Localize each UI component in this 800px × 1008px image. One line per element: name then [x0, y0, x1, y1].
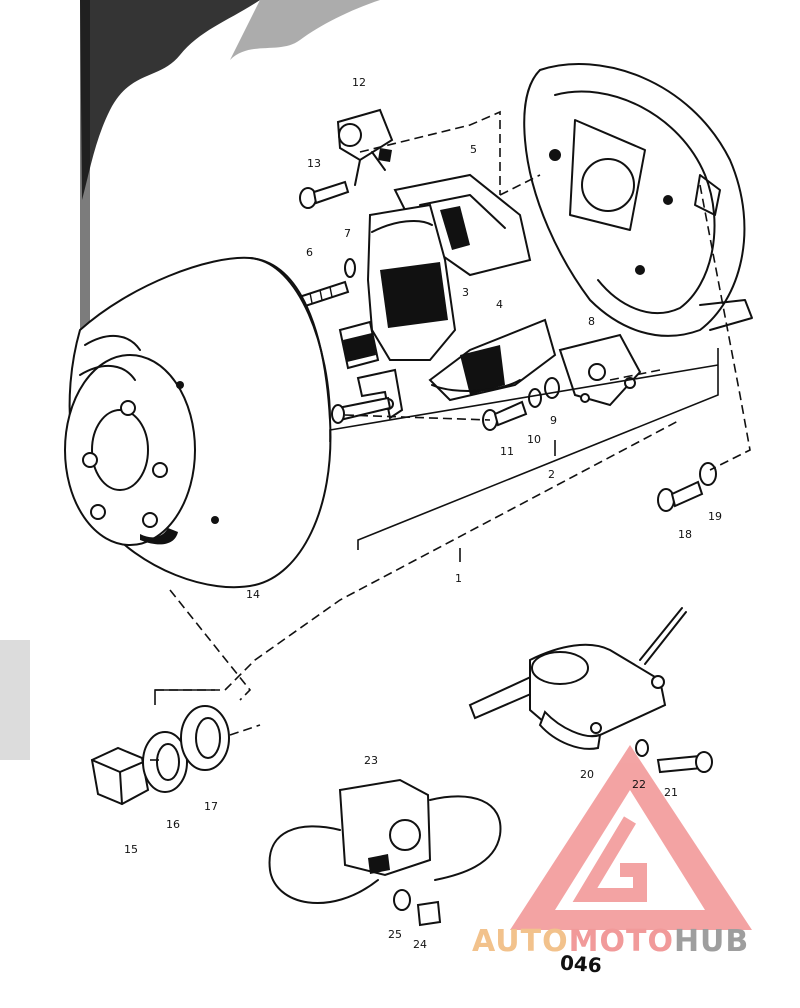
screw-18	[657, 480, 704, 512]
label-11: 11	[500, 445, 514, 458]
label-18: 18	[678, 528, 692, 541]
spring-washer-10	[528, 388, 542, 408]
label-7: 7	[344, 227, 351, 240]
washer-25	[393, 889, 411, 911]
label-25: 25	[388, 928, 402, 941]
label-21: 21	[664, 786, 678, 799]
bolt-21	[656, 751, 713, 774]
label-17: 17	[204, 800, 218, 813]
label-13: 13	[307, 157, 321, 170]
screw-13	[299, 180, 350, 209]
part-labels: 1 2 3 4 5 6 7 8 9 10 11 12 13 14 15 16 1…	[124, 76, 722, 951]
lock-washer-16	[142, 731, 188, 793]
plain-washer-9	[544, 377, 560, 399]
label-22: 22	[632, 778, 646, 791]
label-1: 1	[455, 572, 462, 585]
rectifier-23	[268, 778, 502, 904]
logo-moto: MOTO	[568, 924, 674, 959]
spacer-block	[338, 320, 380, 370]
breaker-plate-8	[558, 333, 642, 407]
screw-24	[416, 900, 442, 927]
group-brackets	[154, 348, 719, 705]
bracket-screw-set	[331, 368, 404, 424]
label-6: 6	[306, 246, 313, 259]
label-12: 12	[352, 76, 366, 89]
sheet-code: 046	[559, 950, 603, 978]
label-16: 16	[166, 818, 180, 831]
label-24: 24	[413, 938, 427, 951]
label-9: 9	[550, 414, 557, 427]
label-5: 5	[470, 143, 477, 156]
plain-washer-17	[180, 705, 230, 771]
label-4: 4	[496, 298, 503, 311]
contact-breaker-4	[428, 318, 557, 402]
label-2: 2	[548, 468, 555, 481]
label-23: 23	[364, 754, 378, 767]
condenser-12	[336, 108, 394, 186]
stator-plate	[523, 63, 753, 337]
automotohub-logo-text: AUTOMOTOHUB	[472, 924, 749, 959]
ignition-coil-20	[468, 607, 687, 750]
label-20: 20	[580, 768, 594, 781]
screw-11	[482, 400, 528, 431]
washer-19	[699, 462, 717, 486]
label-15: 15	[124, 843, 138, 856]
label-14: 14	[246, 588, 260, 601]
logo-hub: HUB	[673, 924, 750, 959]
charging-coil-3	[366, 203, 457, 361]
label-19: 19	[708, 510, 722, 523]
nut-15	[90, 746, 150, 806]
flywheel-rotor-14	[64, 256, 332, 589]
washer-7	[344, 258, 356, 278]
scan-noise	[0, 0, 380, 760]
logo-auto: AUTO	[472, 924, 569, 959]
washer-22	[635, 739, 649, 757]
label-10: 10	[527, 433, 541, 446]
label-3: 3	[462, 286, 469, 299]
label-8: 8	[588, 315, 595, 328]
automotohub-logo-mark	[510, 745, 752, 930]
